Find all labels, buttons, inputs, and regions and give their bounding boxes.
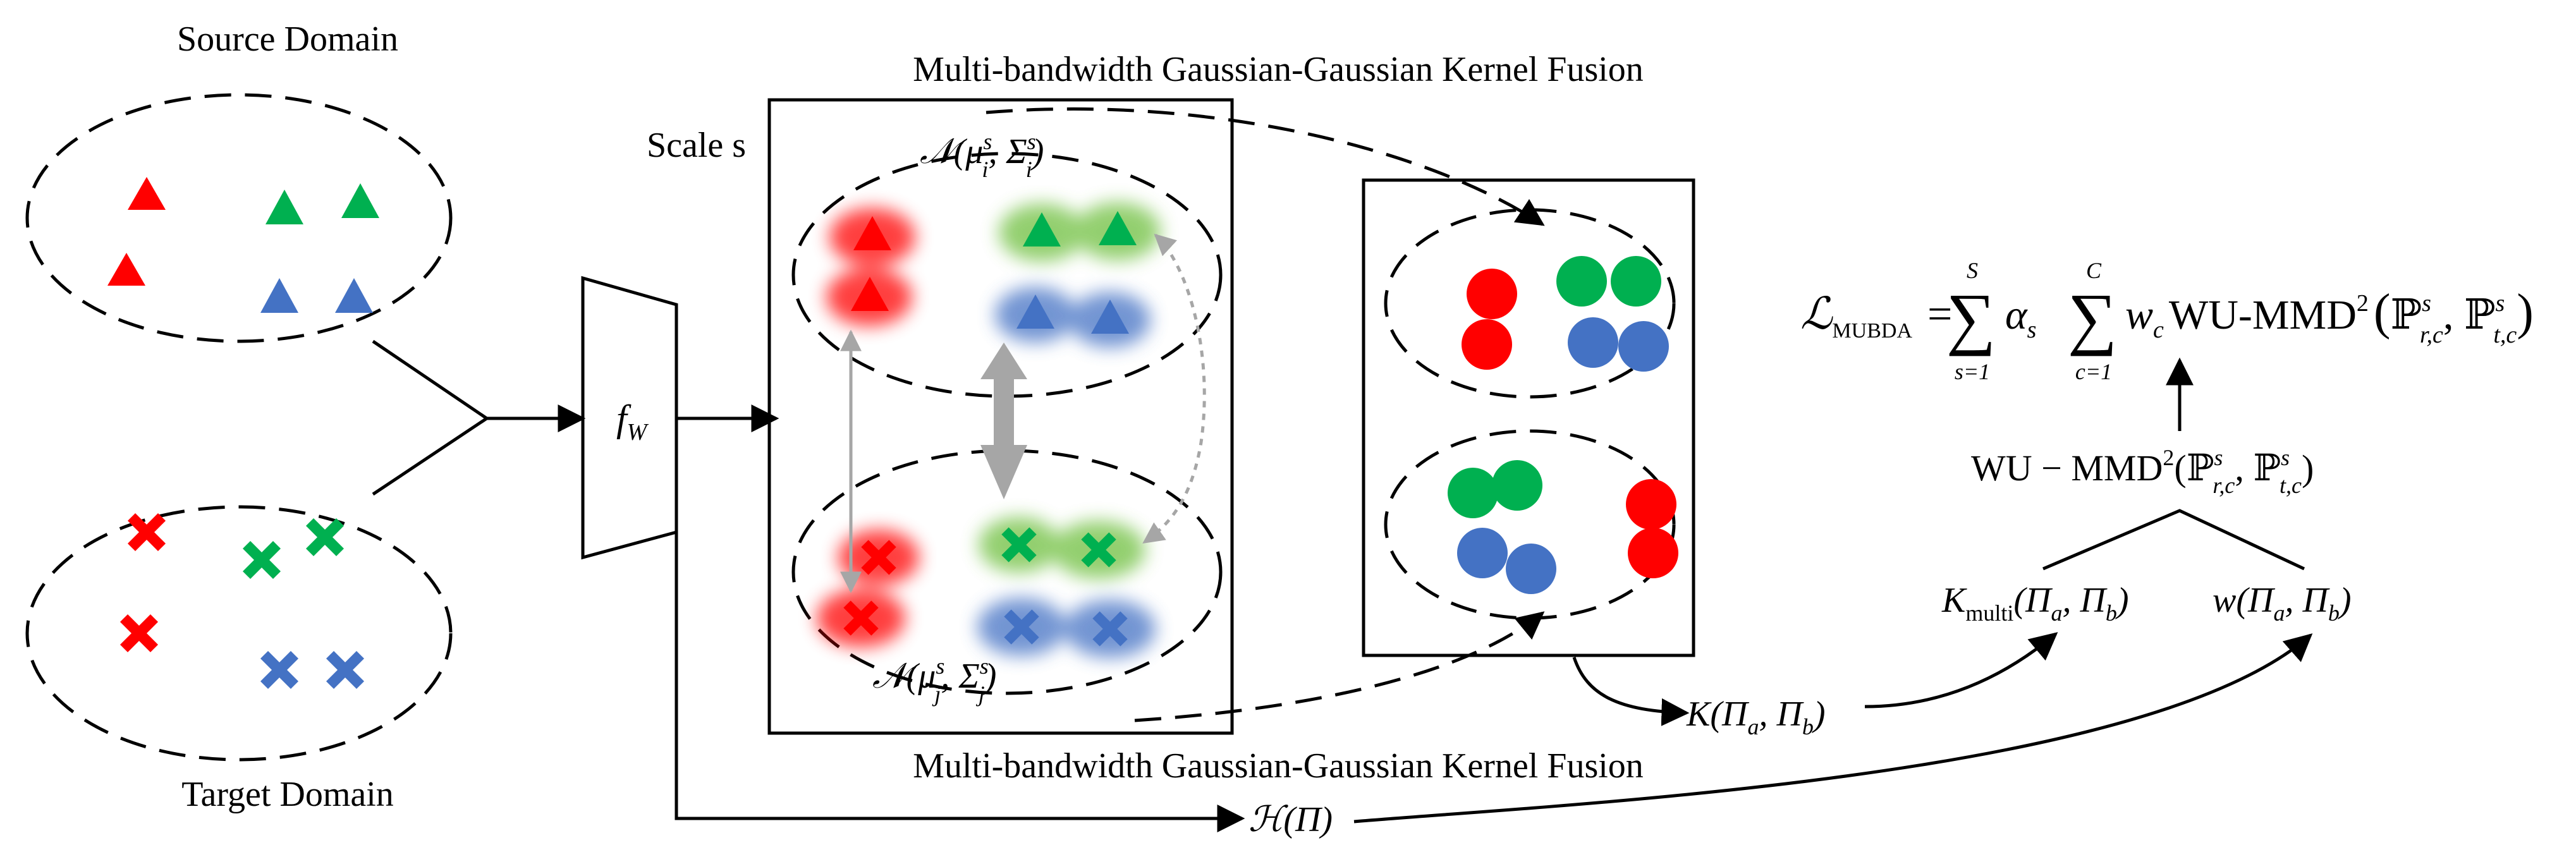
target-red-cross — [861, 540, 896, 575]
red-circle — [1467, 269, 1517, 319]
encoder-trapezoid — [581, 276, 678, 560]
sum-c-lower: c=1 — [2075, 359, 2112, 384]
blue-circle — [1568, 317, 1618, 368]
target-domain-label: Target Domain — [181, 775, 394, 814]
source-green-triangle — [266, 190, 303, 224]
source-blue-triangle — [1016, 295, 1054, 329]
sum-s-upper: S — [1967, 258, 1978, 283]
domain-shift-arrow-head — [980, 445, 1027, 499]
source-domain-ellipse — [25, 93, 453, 343]
blue-circle — [1506, 544, 1556, 594]
green-circle — [1611, 256, 1661, 307]
sum-s-symbol: ∑ — [1946, 279, 1996, 356]
dashed-arrow-source-to-fusion — [986, 107, 1545, 226]
source-domain-label: Source Domain — [177, 20, 398, 59]
combine-lines — [2042, 509, 2305, 571]
source-domain-group: Source Domain — [25, 20, 453, 343]
source-green-triangle — [1023, 212, 1061, 246]
source-red-triangle — [853, 216, 891, 250]
arrow-to-kernel — [1572, 657, 1690, 726]
arrow-to-kmulti — [1864, 632, 2058, 708]
green-circle — [1448, 468, 1498, 518]
red-circle — [1626, 479, 1676, 530]
green-circle — [1492, 460, 1542, 511]
sum-c-upper: C — [2086, 258, 2102, 283]
source-red-triangle — [128, 177, 166, 210]
red-circle — [1462, 319, 1512, 370]
fused-target-ellipse — [1384, 429, 1676, 620]
blue-circle — [1457, 528, 1508, 578]
target-blue-cross — [326, 650, 365, 690]
source-blue-triangle — [1091, 300, 1129, 334]
source-red-triangle — [851, 277, 889, 311]
sum-c-symbol: ∑ — [2068, 279, 2117, 356]
domain-shift-arrow-head — [980, 343, 1027, 379]
weight-label: w(Πa, Πb) — [2213, 581, 2352, 626]
target-green-cross — [305, 518, 345, 557]
target-red-cross — [119, 614, 159, 653]
dashed-arrow-target-to-fusion — [1134, 611, 1545, 722]
source-blue-triangle — [335, 278, 373, 313]
scale-box: Multi-bandwidth Gaussian-Gaussian Kernel… — [647, 50, 1644, 786]
domain-merge-line — [372, 339, 490, 496]
kmulti-label: Kmulti(Πa, Πb) — [1941, 581, 2129, 626]
fused-feature-box — [1362, 178, 1695, 657]
target-domain-ellipse — [25, 505, 453, 762]
target-green-cross — [1001, 527, 1037, 562]
target-crosses — [119, 513, 365, 690]
encoder-label: fW — [616, 398, 649, 446]
target-red-cross — [127, 513, 166, 552]
fusion-title-bottom: Multi-bandwidth Gaussian-Gaussian Kernel… — [913, 746, 1644, 786]
red-circle — [1628, 528, 1678, 578]
sum-s-lower: s=1 — [1955, 359, 1990, 384]
target-green-cross — [1081, 532, 1116, 568]
source-green-triangle — [341, 183, 379, 218]
domain-shift-arrow — [980, 343, 1027, 499]
target-domain-group: Target Domain — [25, 505, 453, 814]
source-red-triangle — [107, 253, 145, 286]
target-green-cross — [242, 540, 281, 580]
target-gaussian-ellipse — [791, 449, 1223, 695]
loss-symbol: ℒMUBDA= — [1800, 290, 1952, 343]
kernel-label: K(Πa, Πb) — [1686, 695, 1826, 739]
source-blue-triangle — [260, 278, 298, 313]
merge-lines — [372, 339, 586, 496]
scale-label: Scale s — [647, 126, 746, 165]
green-circle — [1556, 256, 1607, 307]
entropy-label: ℋ(Π) — [1248, 800, 1333, 839]
scale-target-crosses — [843, 527, 1128, 647]
fused-feature-frame — [1362, 178, 1695, 657]
fusion-title-top: Multi-bandwidth Gaussian-Gaussian Kernel… — [913, 50, 1644, 89]
source-green-triangle — [1099, 211, 1137, 245]
fused-source-ellipse — [1384, 208, 1676, 399]
target-blue-cross — [1092, 611, 1128, 647]
target-red-cross — [843, 600, 879, 636]
entropy-path-line — [675, 532, 1242, 820]
arrow-to-weight — [1353, 633, 2313, 824]
target-blue-cross — [1004, 609, 1039, 645]
alpha-term: αs — [2005, 292, 2036, 343]
scale-box-frame — [767, 98, 1234, 735]
target-blue-cross — [260, 650, 299, 690]
domain-shift-arrow-shaft — [994, 378, 1014, 446]
blue-circle — [1618, 321, 1669, 372]
